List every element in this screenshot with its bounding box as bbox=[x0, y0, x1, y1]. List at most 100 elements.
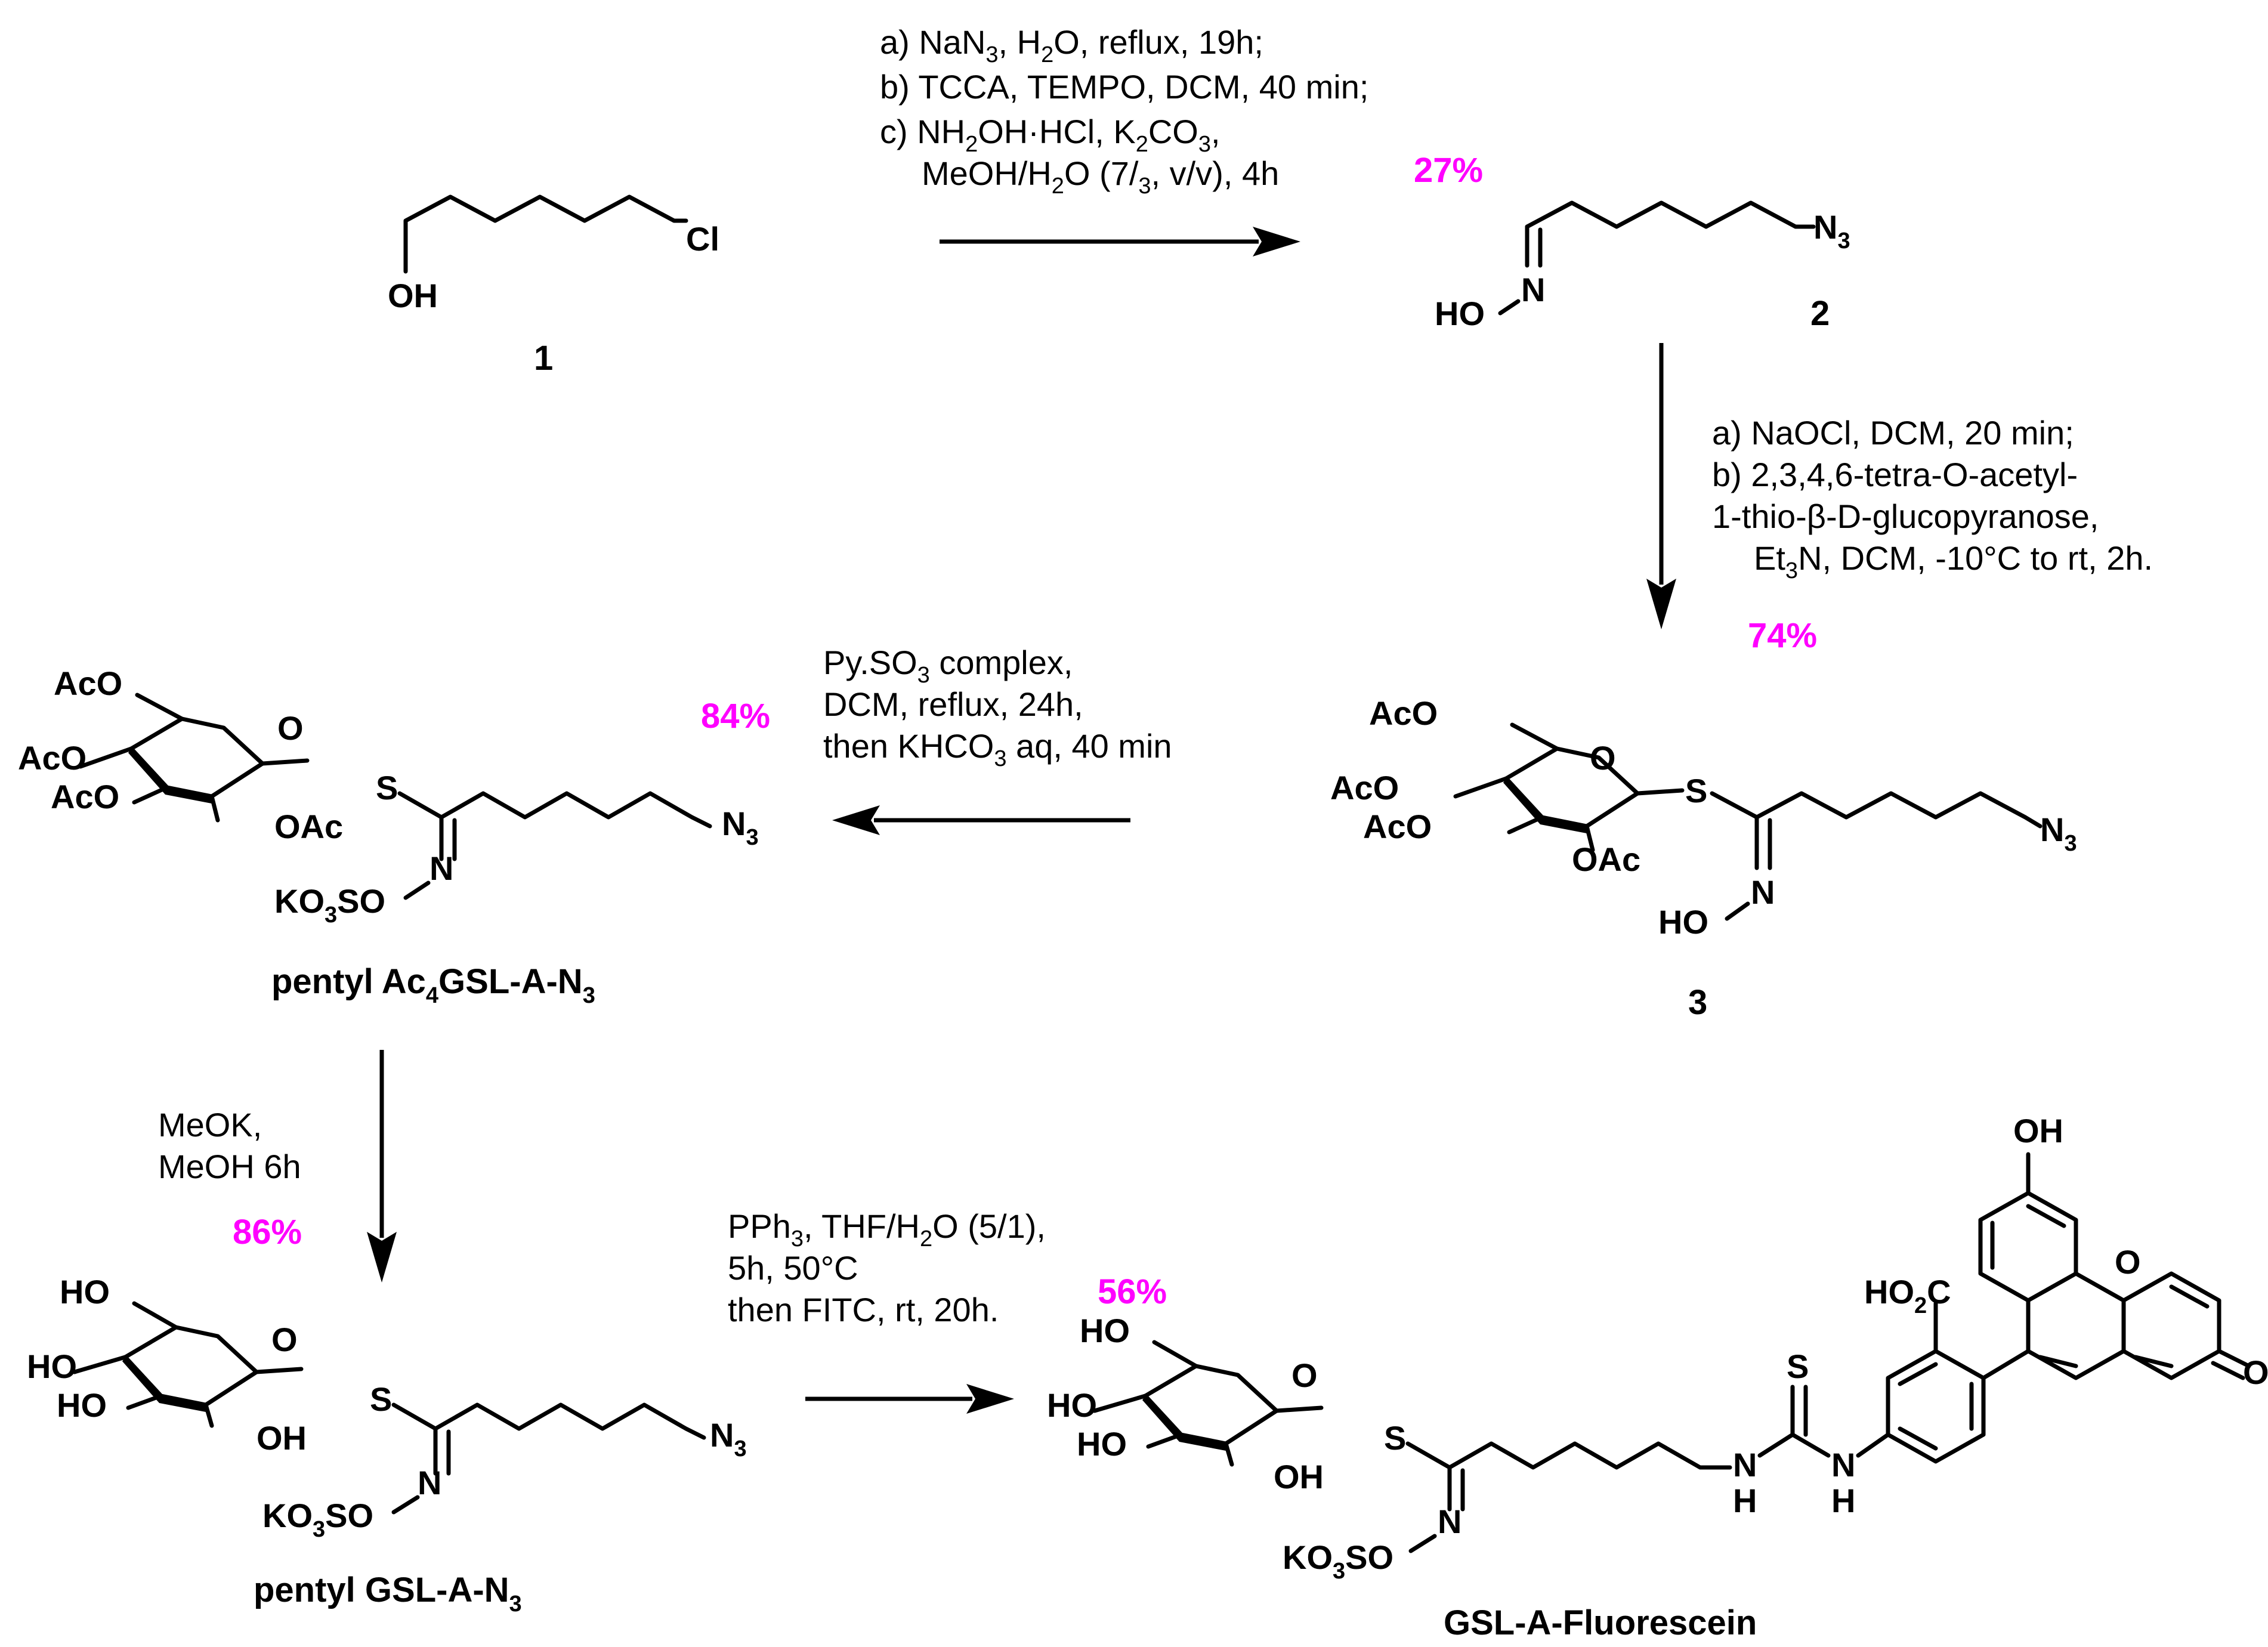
step-5-arrow-head bbox=[966, 1384, 1014, 1414]
compound-3-c4-o bbox=[1453, 776, 1509, 799]
compound-fluorescein-right-ring bbox=[2121, 1271, 2221, 1380]
compound-1: OH Cl 1 bbox=[388, 194, 719, 378]
step-5: PPh3, THF/H2O (5/1), 5h, 50°C then FITC,… bbox=[728, 1207, 1167, 1414]
compound-fluorescein-oh: OH bbox=[1274, 1458, 1324, 1495]
compound-2-hydroxy: HO bbox=[1435, 295, 1485, 332]
compound-3-number: 3 bbox=[1688, 983, 1707, 1022]
compound-fluorescein-c3-o bbox=[1146, 1432, 1184, 1449]
compound-gsl-ring-o: O bbox=[271, 1321, 298, 1358]
compound-gsl-oh: OH bbox=[257, 1419, 307, 1457]
compound-1-number: 1 bbox=[534, 339, 553, 378]
compound-gsl-c2-o bbox=[203, 1402, 214, 1428]
step-3-line-3: then KHCO3 aq, 40 min bbox=[823, 727, 1172, 771]
compound-fluorescein-phenol: OH bbox=[2013, 1112, 2063, 1149]
compound-3-nitrogen: N bbox=[1751, 873, 1775, 911]
step-2-line-3: 1-thio-β-D-glucopyranose, bbox=[1712, 498, 2099, 535]
compound-1-chain bbox=[403, 194, 688, 274]
compound-gsl-ring-front bbox=[122, 1357, 206, 1412]
compound-fluorescein-ho-mid: HO bbox=[1047, 1386, 1097, 1424]
compound-fluorescein-c4-o bbox=[1092, 1393, 1148, 1413]
compound-3-c6 bbox=[1510, 722, 1559, 751]
compound-gsl-ho-low: HO bbox=[57, 1386, 107, 1424]
step-5-line-2: 5h, 50°C bbox=[728, 1249, 858, 1287]
compound-fluorescein-thio-s: S bbox=[1787, 1348, 1809, 1385]
compound-fluorescein-ho-top: HO bbox=[1080, 1312, 1130, 1349]
compound-fluorescein-n2-ar bbox=[1856, 1432, 1890, 1458]
compound-3-no-bond bbox=[1725, 901, 1750, 921]
compound-fluorescein-xanthene-center bbox=[2026, 1271, 2126, 1380]
compound-fluorescein-keto-a bbox=[2217, 1349, 2251, 1368]
compound-ac4gsl-c6 bbox=[135, 693, 184, 721]
compound-fluorescein-name: GSL-A-Fluorescein bbox=[1444, 1603, 1757, 1642]
compound-ac4gsl-sulfur: S bbox=[376, 769, 398, 806]
compound-fluorescein-nh2: N bbox=[1831, 1446, 1855, 1484]
step-2-line-4: Et3N, DCM, -10°C to rt, 2h. bbox=[1754, 539, 2153, 583]
step-1-yield: 27% bbox=[1414, 151, 1483, 190]
compound-gsl-c3-o bbox=[126, 1393, 163, 1410]
compound-ac4gsl-ring bbox=[129, 716, 265, 799]
compound-ac4gsl-c4-o bbox=[78, 746, 134, 769]
compound-fluorescein-nh1-h: H bbox=[1733, 1482, 1757, 1519]
compound-fluorescein-ring-o: O bbox=[1291, 1356, 1318, 1394]
compound-fluorescein: HO HO HO O OH S N KO3SO N H S N H HO2C bbox=[1047, 1112, 2268, 1642]
compound-gsl-azide: N3 bbox=[710, 1416, 747, 1461]
step-2-yield: 74% bbox=[1748, 616, 1817, 655]
compound-fluorescein-c2-o bbox=[1223, 1441, 1234, 1467]
compound-fluorescein-left-ring-d2 bbox=[2026, 1204, 2066, 1228]
compound-gsl-sulfate: KO3SO bbox=[262, 1497, 373, 1542]
compound-3-chain bbox=[1710, 791, 2043, 829]
compound-2-no-bond bbox=[1498, 299, 1521, 316]
step-4-arrow-head bbox=[367, 1232, 397, 1283]
compound-3-ring bbox=[1504, 746, 1640, 829]
compound-3-aco-low: AcO bbox=[1363, 808, 1432, 845]
compound-fluorescein-ring-front bbox=[1142, 1396, 1226, 1451]
compound-ac4gsl-aco-mid: AcO bbox=[18, 739, 86, 777]
compound-gsl: HO HO HO O OH S N KO3SO N3 pentyl GSL-A-… bbox=[27, 1273, 747, 1617]
step-3-yield: 84% bbox=[701, 697, 770, 736]
compound-fluorescein-left-ring bbox=[1978, 1191, 2078, 1303]
step-4-yield: 86% bbox=[233, 1213, 302, 1252]
compound-2-chain bbox=[1525, 200, 1816, 229]
compound-3-aco-mid: AcO bbox=[1330, 769, 1399, 806]
step-2: a) NaOCl, DCM, 20 min; b) 2,3,4,6-tetra-… bbox=[1646, 343, 2153, 655]
step-3: Py.SO3 complex, DCM, reflux, 24h, then K… bbox=[701, 644, 1172, 835]
step-1-line-2: b) TCCA, TEMPO, DCM, 40 min; bbox=[880, 68, 1368, 106]
compound-fluorescein-ring bbox=[1143, 1364, 1279, 1446]
compound-fluorescein-nitrogen: N bbox=[1438, 1503, 1461, 1540]
compound-2: N HO N3 2 bbox=[1435, 200, 1850, 333]
compound-3-sulfur: S bbox=[1685, 772, 1707, 809]
step-1-line-4: MeOH/H2O (7/3, v/v), 4h bbox=[922, 154, 1279, 199]
compound-fluorescein-ho-low: HO bbox=[1077, 1425, 1127, 1463]
compound-gsl-c4-o bbox=[72, 1355, 128, 1374]
compound-2-azide: N3 bbox=[1813, 208, 1850, 254]
compound-ac4gsl-ring-front bbox=[128, 749, 212, 804]
step-5-line-1: PPh3, THF/H2O (5/1), bbox=[728, 1207, 1046, 1252]
compound-ac4gsl-c2-o bbox=[209, 794, 220, 823]
compound-gsl-c6 bbox=[132, 1301, 178, 1330]
compound-fluorescein-benzene bbox=[1886, 1349, 1986, 1464]
compound-fluorescein-nh2-h: H bbox=[1831, 1482, 1855, 1519]
step-1-arrow-head bbox=[1253, 227, 1300, 257]
compound-gsl-c1-s bbox=[254, 1367, 304, 1374]
compound-fluorescein-cooh: HO2C bbox=[1864, 1273, 1951, 1318]
step-3-arrow-head bbox=[832, 805, 880, 835]
compound-3-azide: N3 bbox=[2040, 811, 2077, 856]
compound-gsl-ho-top: HO bbox=[60, 1273, 110, 1311]
compound-fluorescein-nh1: N bbox=[1733, 1446, 1757, 1484]
compound-ac4gsl-nitrogen: N bbox=[430, 849, 453, 887]
compound-fluorescein-c1-s bbox=[1274, 1405, 1324, 1413]
compound-ac4gsl-oac: OAc bbox=[274, 808, 343, 845]
compound-ac4gsl-aco-top: AcO bbox=[54, 665, 122, 702]
compound-2-number: 2 bbox=[1810, 294, 1830, 333]
compound-ac4gsl-sulfate: KO3SO bbox=[274, 882, 385, 928]
compound-3: AcO AcO AcO O OAc S N HO N3 3 bbox=[1330, 694, 2077, 1022]
compound-3-c3-o bbox=[1507, 815, 1544, 835]
compound-gsl-name: pentyl GSL-A-N3 bbox=[254, 1571, 522, 1617]
compound-gsl-ring bbox=[123, 1325, 259, 1407]
compound-fluorescein-keto-b bbox=[2211, 1361, 2245, 1380]
compound-fluorescein-aryl-link bbox=[1981, 1349, 2031, 1380]
compound-fluorescein-benzene-d3 bbox=[1898, 1426, 1938, 1451]
compound-fluorescein-n1-c bbox=[1757, 1432, 1795, 1458]
compound-gsl-sulfur: S bbox=[370, 1380, 392, 1418]
compound-3-c1-s bbox=[1635, 788, 1685, 796]
